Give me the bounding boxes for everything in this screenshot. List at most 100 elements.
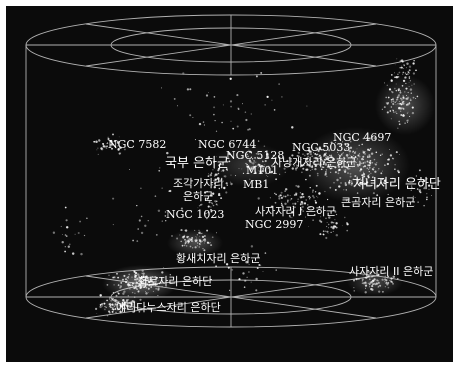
galaxy-point <box>312 161 315 164</box>
galaxy-point <box>401 103 403 105</box>
galaxy-point <box>330 167 333 170</box>
galaxy-point <box>351 182 353 185</box>
galaxy-point <box>293 164 296 167</box>
galaxy-point <box>347 158 349 160</box>
galaxy-point <box>341 165 344 168</box>
galaxy-point <box>342 162 344 164</box>
galaxy-point <box>307 155 309 158</box>
galaxy-point <box>311 194 315 198</box>
galaxy-point <box>307 150 309 152</box>
galaxy-point <box>392 109 394 111</box>
galaxy-point <box>201 235 205 239</box>
galaxy-point <box>367 176 370 179</box>
galaxy-point <box>189 88 192 91</box>
galaxy-point <box>106 142 109 144</box>
galaxy-point <box>415 97 417 100</box>
galaxy-point <box>135 287 138 290</box>
galaxy-point <box>135 283 138 285</box>
galaxy-point <box>328 149 331 152</box>
galaxy-point <box>198 122 202 126</box>
galaxy-point <box>366 136 369 139</box>
galaxy-point <box>347 143 349 146</box>
galaxy-point <box>200 242 202 243</box>
galaxy-point <box>125 299 129 302</box>
galaxy-point <box>274 161 276 164</box>
galaxy-point <box>127 283 129 285</box>
galaxy-point <box>169 274 171 276</box>
galaxy-point <box>368 166 371 169</box>
galaxy-point <box>362 157 364 158</box>
galaxy-point <box>261 170 264 173</box>
galaxy-point <box>302 164 303 166</box>
galaxy-point <box>303 154 306 157</box>
galaxy-point <box>390 118 392 120</box>
galaxy-point <box>299 162 301 164</box>
galaxy-point <box>255 161 257 163</box>
galaxy-point <box>250 168 254 171</box>
galaxy-point <box>308 164 310 167</box>
galaxy-point <box>281 201 283 203</box>
galaxy-point <box>254 161 256 163</box>
galaxy-point <box>326 175 328 178</box>
galaxy-point <box>225 182 228 185</box>
galaxy-point <box>194 246 197 249</box>
galaxy-point <box>386 84 388 86</box>
galaxy-point <box>334 210 337 213</box>
galaxy-point <box>118 136 120 138</box>
galaxy-point <box>282 195 285 198</box>
galaxy-point <box>385 102 388 104</box>
galaxy-point <box>330 154 333 156</box>
galaxy-point <box>294 192 298 195</box>
galaxy-point <box>251 162 253 164</box>
galaxy-point <box>71 252 75 255</box>
galaxy-point <box>189 114 192 117</box>
galaxy-point <box>131 284 134 287</box>
galaxy-point <box>322 233 325 236</box>
galaxy-points <box>52 58 433 317</box>
galaxy-point <box>302 164 305 167</box>
galaxy-point <box>215 156 217 158</box>
galaxy-point <box>408 81 410 83</box>
galaxy-point <box>132 308 134 310</box>
galaxy-point <box>288 215 291 217</box>
galaxy-point <box>207 175 210 177</box>
galaxy-point <box>242 172 245 175</box>
galaxy-point <box>187 238 190 241</box>
label-fornax-cluster: 화로자리 은하단 <box>138 275 213 288</box>
galaxy-point <box>313 152 314 154</box>
galaxy-point <box>142 286 144 288</box>
galaxy-point <box>418 189 421 192</box>
galaxy-point <box>325 230 327 232</box>
galaxy-point <box>248 128 251 131</box>
galaxy-point <box>136 240 139 242</box>
galaxy-point <box>301 205 304 209</box>
galaxy-point <box>413 83 415 85</box>
galaxy-point <box>367 282 369 284</box>
galaxy-point <box>296 154 299 157</box>
galaxy-point <box>155 287 158 290</box>
galaxy-point <box>119 304 122 307</box>
galaxy-point <box>407 91 409 94</box>
galaxy-point <box>402 107 405 110</box>
galaxy-point <box>335 213 338 216</box>
galaxy-point <box>290 209 292 211</box>
galaxy-point <box>357 165 359 167</box>
galaxy-point <box>131 300 134 303</box>
galaxy-point <box>391 98 394 101</box>
galaxy-point <box>232 127 235 130</box>
galaxy-point <box>392 102 395 106</box>
galaxy-point <box>306 161 308 163</box>
galaxy-point <box>96 149 98 151</box>
galaxy-point <box>264 164 266 166</box>
galaxy-point <box>297 185 300 188</box>
galaxy-point <box>131 282 135 285</box>
galaxy-point <box>358 153 360 155</box>
galaxy-point <box>409 99 412 101</box>
galaxy-point <box>100 148 104 151</box>
galaxy-point <box>368 164 371 166</box>
glow-upper-right <box>375 75 435 135</box>
galaxy-point <box>184 229 188 232</box>
galaxy-point <box>154 195 157 197</box>
galaxy-point <box>187 240 190 243</box>
galaxy-point <box>337 153 339 155</box>
